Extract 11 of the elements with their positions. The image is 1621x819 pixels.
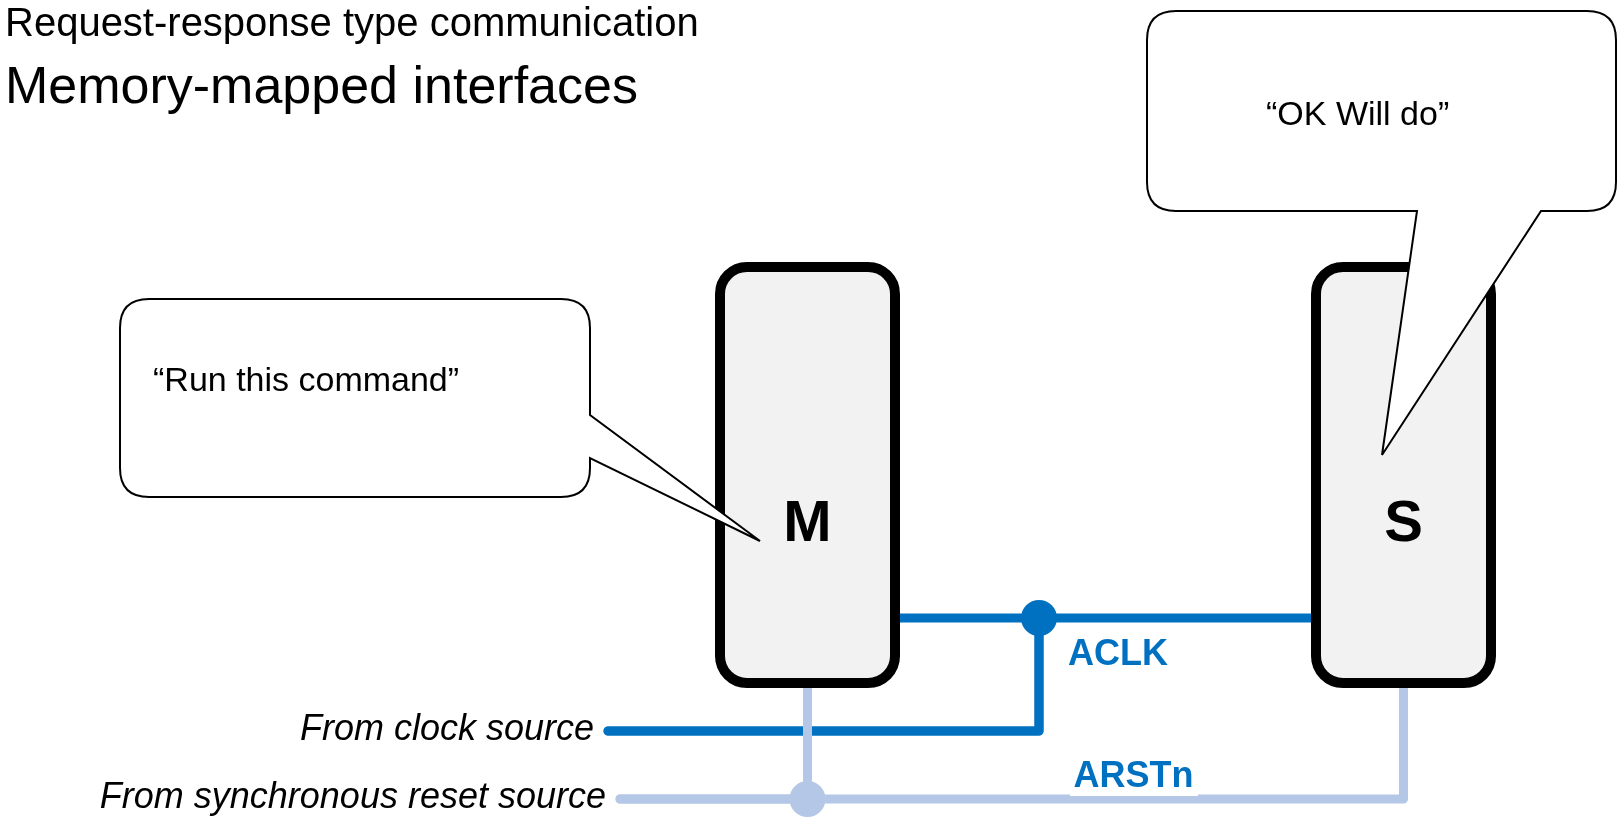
- slide-title: Request-response type communication: [5, 0, 699, 45]
- source-label: From synchronous reset source: [0, 775, 606, 817]
- bubble-text: “OK Will do”: [1266, 94, 1450, 133]
- speech-bubble: [119, 298, 761, 542]
- subtitle: Memory-mapped interfaces: [5, 55, 638, 115]
- source-label: From clock source: [200, 707, 594, 749]
- module-block: [715, 262, 900, 688]
- module-letter: S: [1384, 486, 1423, 554]
- bubble-text: “Run this command”: [153, 360, 460, 399]
- module-letter: M: [783, 486, 832, 554]
- speech-bubble: [1146, 10, 1618, 457]
